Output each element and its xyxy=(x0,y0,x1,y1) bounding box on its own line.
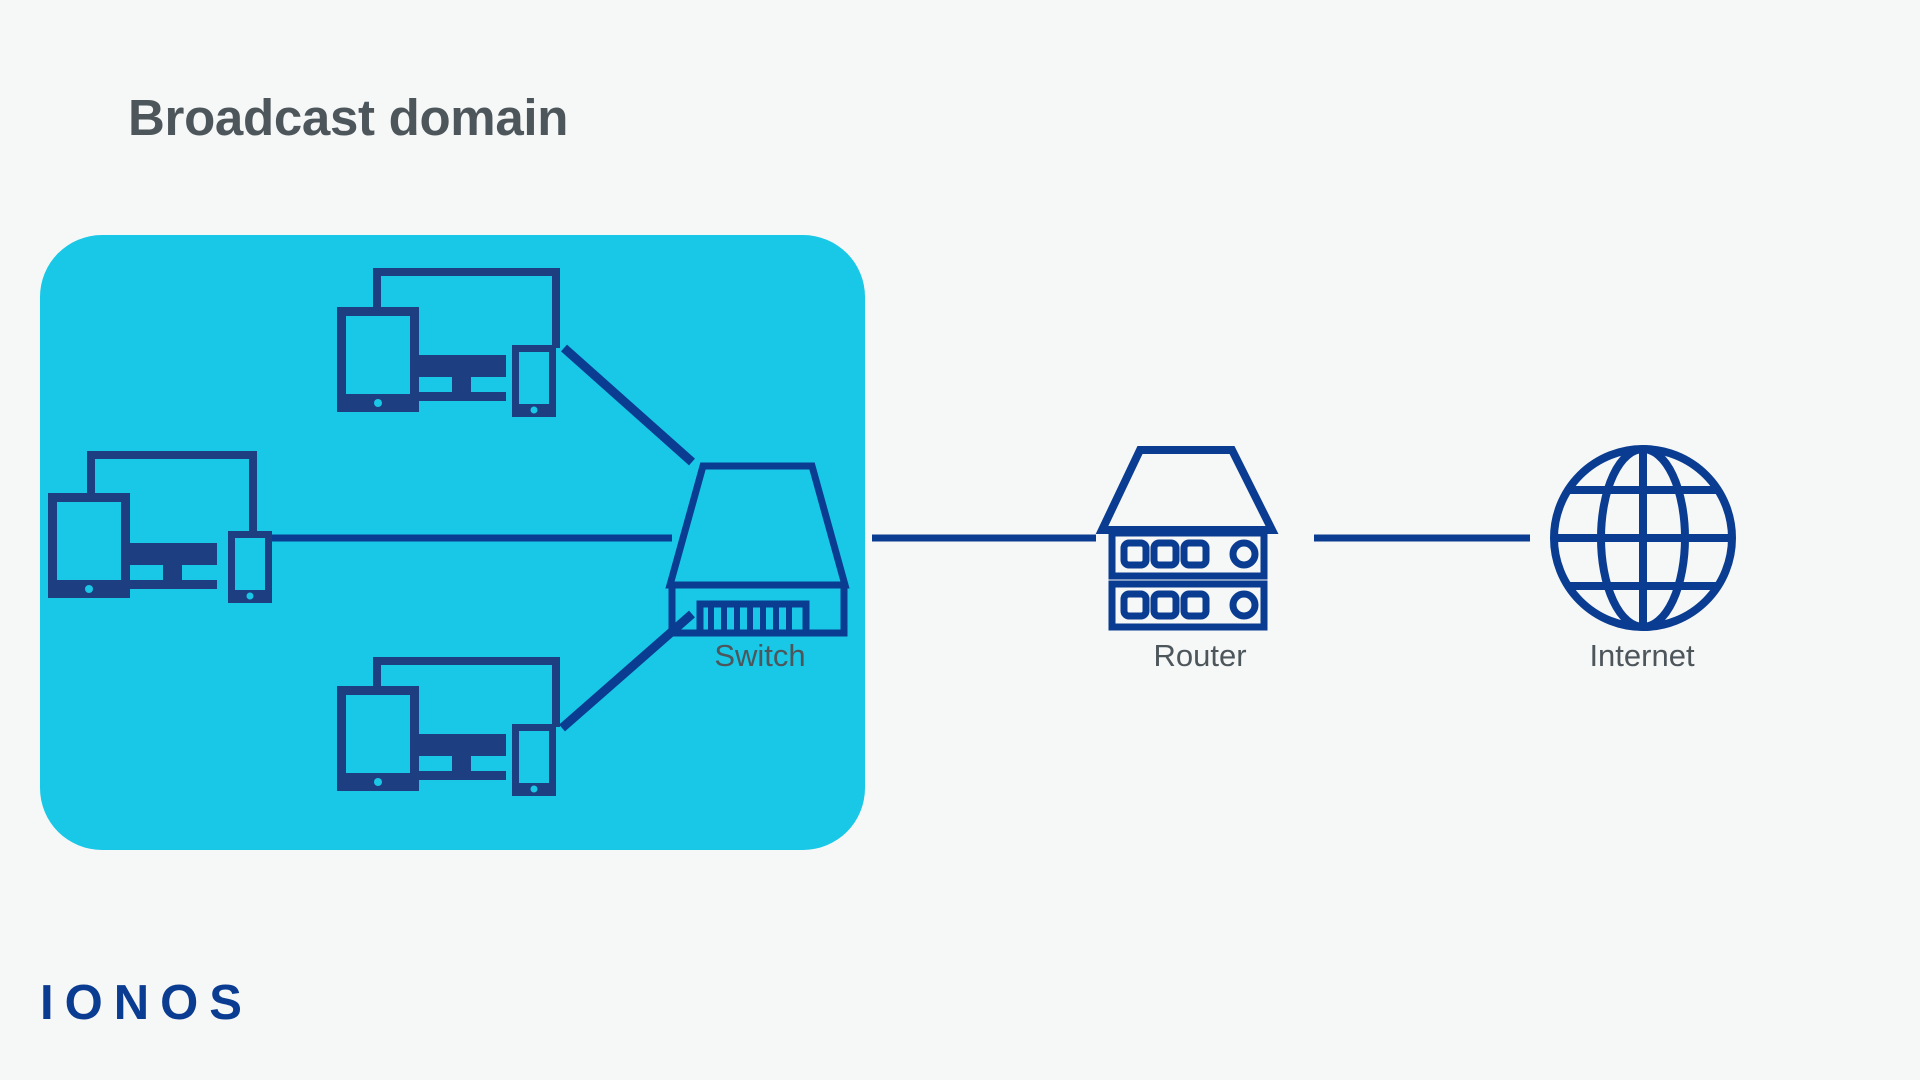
tablet-icon-top xyxy=(337,307,419,412)
device-group-top xyxy=(337,268,560,417)
tablet-icon-left xyxy=(48,493,130,598)
cluster-bracket-bottom xyxy=(373,657,560,727)
smartphone-icon-top xyxy=(512,345,556,417)
switch-icon xyxy=(665,462,850,637)
device-group-bottom xyxy=(337,657,560,796)
ionos-logo: IONOS xyxy=(40,976,253,1030)
page-title: Broadcast domain xyxy=(128,89,569,146)
desktop-monitor-icon-bottom xyxy=(417,734,506,780)
device-group-left xyxy=(48,451,272,603)
router-icon xyxy=(1095,446,1279,631)
broadcast-domain-panel xyxy=(40,235,865,850)
cluster-bracket-top xyxy=(373,268,560,348)
smartphone-icon-bottom xyxy=(512,724,556,796)
desktop-monitor-icon-left xyxy=(128,543,217,589)
node-label-router: Router xyxy=(1153,638,1247,673)
cluster-bracket-left xyxy=(87,451,257,531)
node-label-internet: Internet xyxy=(1589,638,1695,673)
smartphone-icon-left xyxy=(228,531,272,603)
tablet-icon-bottom xyxy=(337,686,419,791)
globe-icon xyxy=(1550,445,1736,631)
node-label-switch: Switch xyxy=(714,638,806,673)
desktop-monitor-icon-top xyxy=(417,355,506,401)
link-top-cluster-to-switch xyxy=(561,344,695,466)
